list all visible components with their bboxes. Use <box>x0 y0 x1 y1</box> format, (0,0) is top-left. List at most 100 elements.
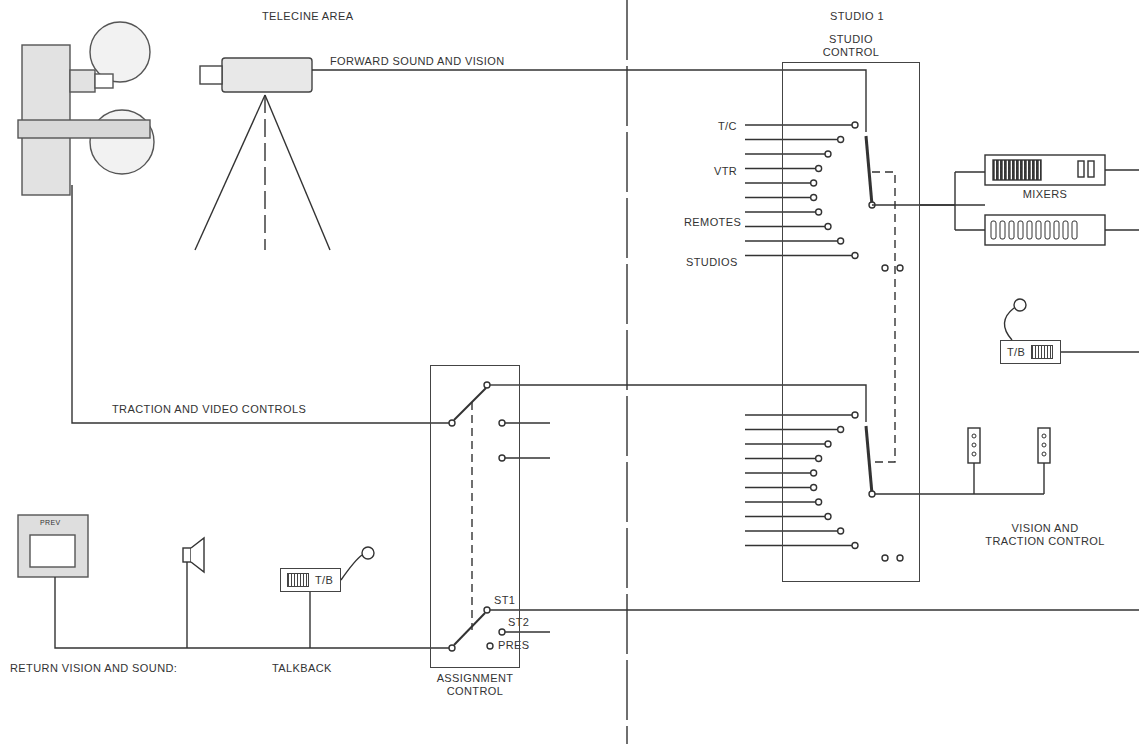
switch-contact <box>838 137 844 143</box>
control-panel <box>1038 428 1050 463</box>
text-label: ST2 <box>508 616 529 629</box>
return-line <box>55 577 449 648</box>
mixer-desk <box>985 215 1105 245</box>
switch-pole <box>866 426 872 494</box>
talkback-grille <box>287 573 309 587</box>
loudspeaker <box>183 548 191 562</box>
mic-cord <box>1004 308 1014 340</box>
switch-contact <box>484 382 490 388</box>
text-label: PRES <box>498 639 530 652</box>
spare-contact <box>897 265 903 271</box>
node-text: ASSIGNMENT CONTROL <box>425 672 525 698</box>
traction-line <box>72 185 449 423</box>
control-box: ASSIGNMENT CONTROL <box>430 365 520 668</box>
monitor-screen <box>30 535 75 567</box>
tv-camera <box>222 58 312 92</box>
area-divider <box>626 0 627 744</box>
switch-contact <box>499 629 505 635</box>
input-line <box>745 530 838 531</box>
studio-line <box>490 609 1139 610</box>
talkback-line <box>1061 351 1139 352</box>
control-line <box>490 384 520 385</box>
input-line <box>745 153 825 154</box>
text-label: STUDIO 1 <box>830 10 884 23</box>
switch-contact <box>811 195 817 201</box>
speaker-feed <box>186 562 187 648</box>
switch-contact <box>838 238 844 244</box>
switch-contact <box>499 420 505 426</box>
mic-cord <box>341 555 362 580</box>
text-label: RETURN VISION AND SOUND: <box>10 662 177 675</box>
fader <box>1027 221 1032 239</box>
text-label: STUDIOS <box>686 256 738 269</box>
switch-contact <box>484 607 490 613</box>
switch-contact <box>852 122 858 128</box>
text-label: VISION AND TRACTION CONTROL <box>985 522 1105 548</box>
fader <box>1009 221 1014 239</box>
switch-contact <box>811 180 817 186</box>
tripod-leg <box>265 95 330 250</box>
studio-line <box>505 631 550 632</box>
switch-contact <box>816 456 822 462</box>
node-text: T/B <box>1007 346 1025 359</box>
talkback-line <box>309 592 310 648</box>
control-line <box>782 385 866 422</box>
switch-contact <box>816 499 822 505</box>
talkback-grille <box>1031 345 1053 359</box>
spare-contact <box>897 555 903 561</box>
mixer-unit: MIXERS <box>985 150 1105 250</box>
input-line <box>745 414 852 415</box>
control-line <box>875 463 1044 494</box>
film-reel <box>90 22 150 82</box>
input-line <box>745 443 825 444</box>
text-label: TRACTION AND VIDEO CONTROLS <box>112 403 306 416</box>
switch-contact <box>825 514 831 520</box>
fader <box>1018 221 1023 239</box>
switch-contact <box>816 209 822 215</box>
gang-link <box>872 172 895 462</box>
text-label: TELECINE AREA <box>262 10 353 23</box>
switch-contact <box>816 166 822 172</box>
text-label: TALKBACK <box>272 662 332 675</box>
gang-link <box>471 402 472 630</box>
fader <box>1072 221 1077 239</box>
camera-lens <box>200 66 222 84</box>
input-line <box>745 240 838 241</box>
fader <box>1036 221 1041 239</box>
microphone <box>1014 299 1026 311</box>
mixer-desk <box>985 155 1105 185</box>
switch-contact <box>811 470 817 476</box>
node-text: MIXERS <box>985 188 1105 201</box>
panel-knobs <box>972 434 1046 456</box>
mixer-output <box>1105 170 1139 230</box>
fader <box>991 221 996 239</box>
text-label: FORWARD SOUND AND VISION <box>330 55 505 68</box>
switch-contact <box>852 253 858 259</box>
text-label: PREV <box>40 518 61 527</box>
input-line <box>745 458 816 459</box>
connector <box>920 204 985 205</box>
text-label: REMOTES <box>684 216 741 229</box>
switch-contact <box>825 441 831 447</box>
switch-contact <box>811 485 817 491</box>
input-line <box>745 182 811 183</box>
input-line <box>745 472 811 473</box>
switch-contact <box>838 427 844 433</box>
input-line <box>745 211 816 212</box>
fader <box>1000 221 1005 239</box>
connector <box>520 384 782 385</box>
switch-contact <box>825 151 831 157</box>
mixer-meter <box>1088 161 1094 177</box>
text-label: ST1 <box>494 594 515 607</box>
projector-band <box>18 120 150 138</box>
switch-contacts <box>745 122 858 549</box>
switch-contact <box>825 224 831 230</box>
switch-blade <box>454 613 485 645</box>
input-line <box>745 255 852 256</box>
loudspeaker <box>191 538 204 572</box>
fader <box>1054 221 1059 239</box>
node-text: T/B <box>315 574 333 587</box>
text-label: VTR <box>714 165 737 178</box>
input-line <box>745 197 811 198</box>
mixer-faders <box>991 221 1077 239</box>
